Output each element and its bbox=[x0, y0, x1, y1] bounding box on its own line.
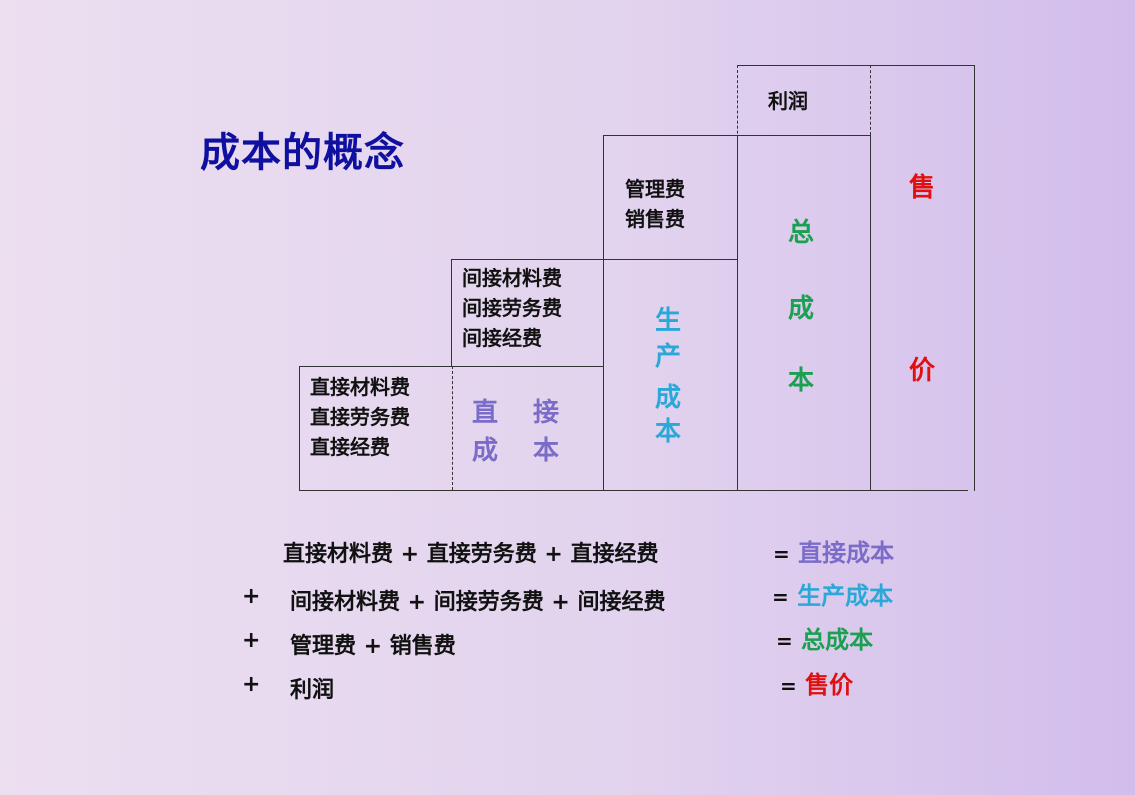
production-cost-char: 生 bbox=[655, 306, 682, 336]
page-title: 成本的概念 bbox=[200, 130, 405, 176]
direct-divider bbox=[452, 366, 453, 490]
equation-expression: 间接材料费 + 间接劳务费 + 间接经费 bbox=[290, 590, 666, 615]
indirect-left-line bbox=[451, 259, 452, 367]
sga-divider bbox=[737, 65, 738, 260]
equals-sign: = bbox=[780, 674, 797, 698]
direct-cost-char: 接 bbox=[533, 398, 560, 428]
equals-sign: = bbox=[776, 629, 793, 653]
profit-divider bbox=[870, 65, 871, 135]
total-cost-char: 成 bbox=[788, 294, 815, 324]
direct-cost-char: 直 bbox=[472, 398, 499, 428]
profit-label: 利润 bbox=[768, 89, 808, 113]
production-cost-char: 本 bbox=[655, 417, 682, 447]
sga-item: 管理费 bbox=[625, 177, 685, 201]
profit-top-line bbox=[737, 65, 975, 66]
indirect-item: 间接经费 bbox=[462, 326, 542, 350]
direct-item: 直接材料费 bbox=[310, 375, 410, 399]
equation-result: = 生产成本 bbox=[772, 576, 893, 611]
result-total-cost: 总成本 bbox=[801, 626, 874, 654]
result-price: 售价 bbox=[805, 671, 854, 699]
equation-prefix: + bbox=[242, 672, 261, 697]
result-direct-cost: 直接成本 bbox=[798, 539, 895, 567]
equation-prefix: + bbox=[242, 628, 261, 653]
indirect-item: 间接劳务费 bbox=[462, 296, 562, 320]
indirect-top-line bbox=[451, 259, 738, 260]
equation-result: = 直接成本 bbox=[773, 533, 894, 568]
equation-expression: 利润 bbox=[290, 678, 335, 703]
total-right-line bbox=[870, 135, 871, 491]
direct-cost-char: 成 bbox=[472, 436, 499, 466]
equation-result: = 总成本 bbox=[776, 620, 873, 655]
price-char: 售 bbox=[909, 173, 936, 203]
production-right-line bbox=[737, 135, 738, 491]
direct-cost-char: 本 bbox=[533, 436, 560, 466]
direct-item: 直接经费 bbox=[310, 435, 390, 459]
equation-result: = 售价 bbox=[780, 665, 853, 700]
production-cost-char: 产 bbox=[655, 342, 682, 372]
price-right-line bbox=[974, 65, 975, 491]
equation-expression: 直接材料费 + 直接劳务费 + 直接经费 bbox=[283, 542, 659, 567]
equation-prefix: + bbox=[242, 584, 261, 609]
equation-expression: 管理费 + 销售费 bbox=[290, 634, 456, 659]
sga-left-line bbox=[603, 135, 604, 491]
total-cost-char: 总 bbox=[788, 218, 815, 248]
price-char: 价 bbox=[909, 356, 936, 386]
total-cost-char: 本 bbox=[788, 366, 815, 396]
baseline bbox=[300, 490, 968, 491]
direct-item: 直接劳务费 bbox=[310, 405, 410, 429]
result-production-cost: 生产成本 bbox=[797, 582, 894, 610]
equals-sign: = bbox=[772, 585, 789, 609]
sga-item: 销售费 bbox=[625, 207, 685, 231]
equals-sign: = bbox=[773, 542, 790, 566]
production-cost-char: 成 bbox=[655, 383, 682, 413]
indirect-item: 间接材料费 bbox=[462, 266, 562, 290]
